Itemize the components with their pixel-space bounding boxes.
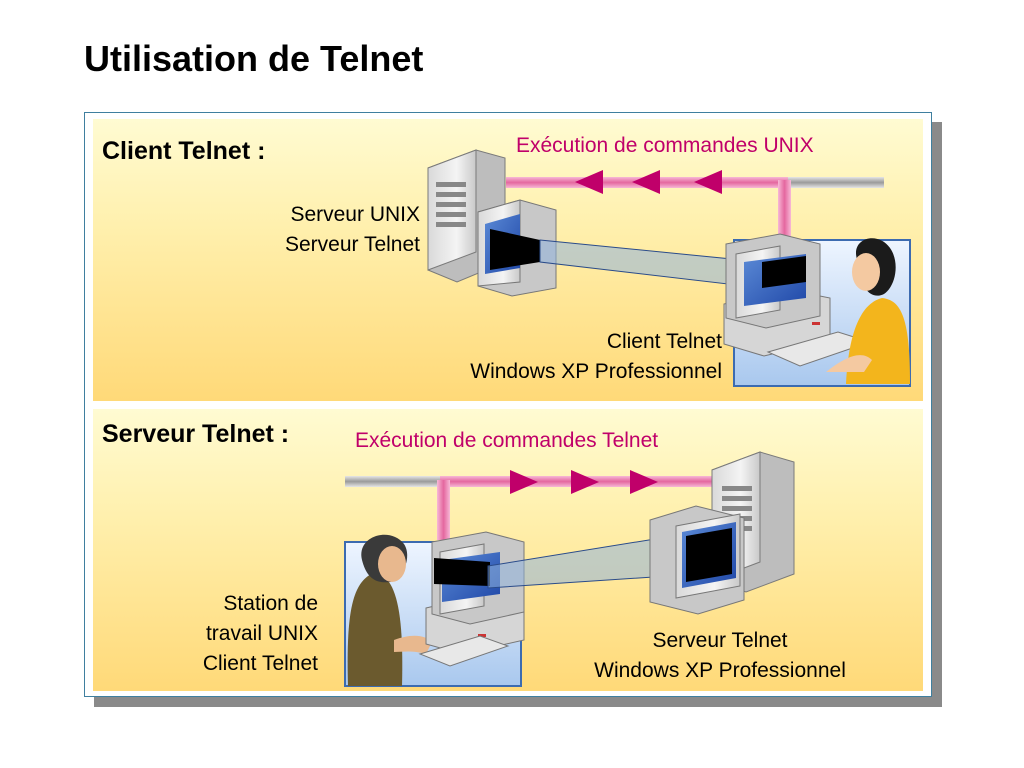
- caption-line: Serveur UNIX: [290, 203, 420, 226]
- arrow-left-icon: [575, 170, 603, 194]
- desktop-computer-icon: [723, 233, 831, 357]
- caption-line: travail UNIX: [205, 622, 318, 645]
- arrow-left-icon: [632, 170, 660, 194]
- arrow-left-icon: [694, 170, 722, 194]
- user-man-icon: [347, 534, 432, 686]
- caption-line: Station de: [223, 592, 318, 615]
- client-telnet-heading: Client Telnet :: [102, 137, 266, 165]
- unix-workstation-caption: Station de travail UNIX Client Telnet: [150, 589, 318, 679]
- desktop-computer-icon: [425, 531, 525, 655]
- arrow-right-icon: [510, 470, 538, 494]
- caption-line: Windows XP Professionnel: [470, 360, 722, 383]
- caption-line: Client Telnet: [202, 652, 318, 675]
- telnet-client-caption: Client Telnet Windows XP Professionnel: [380, 327, 722, 387]
- slide-title: Utilisation de Telnet: [84, 38, 424, 79]
- telnet-commands-flow-label: Exécution de commandes Telnet: [355, 429, 659, 452]
- telnet-server-caption: Serveur Telnet Windows XP Professionnel: [560, 626, 880, 686]
- arrow-right-icon: [571, 470, 599, 494]
- crt-monitor-icon: [477, 199, 557, 297]
- top-network-link: [506, 177, 884, 238]
- caption-line: Client Telnet: [606, 330, 722, 353]
- caption-line: Windows XP Professionnel: [594, 659, 846, 682]
- crt-monitor-icon: [649, 505, 745, 615]
- keyboard-icon: [418, 635, 510, 667]
- caption-line: Serveur Telnet: [652, 629, 788, 652]
- arrow-right-icon: [630, 470, 658, 494]
- unix-server-caption: Serveur UNIX Serveur Telnet: [240, 200, 420, 260]
- caption-line: Serveur Telnet: [284, 233, 420, 256]
- user-woman-icon: [826, 238, 910, 384]
- unix-commands-flow-label: Exécution de commandes UNIX: [516, 134, 814, 157]
- telnet-server-heading: Serveur Telnet :: [102, 420, 290, 448]
